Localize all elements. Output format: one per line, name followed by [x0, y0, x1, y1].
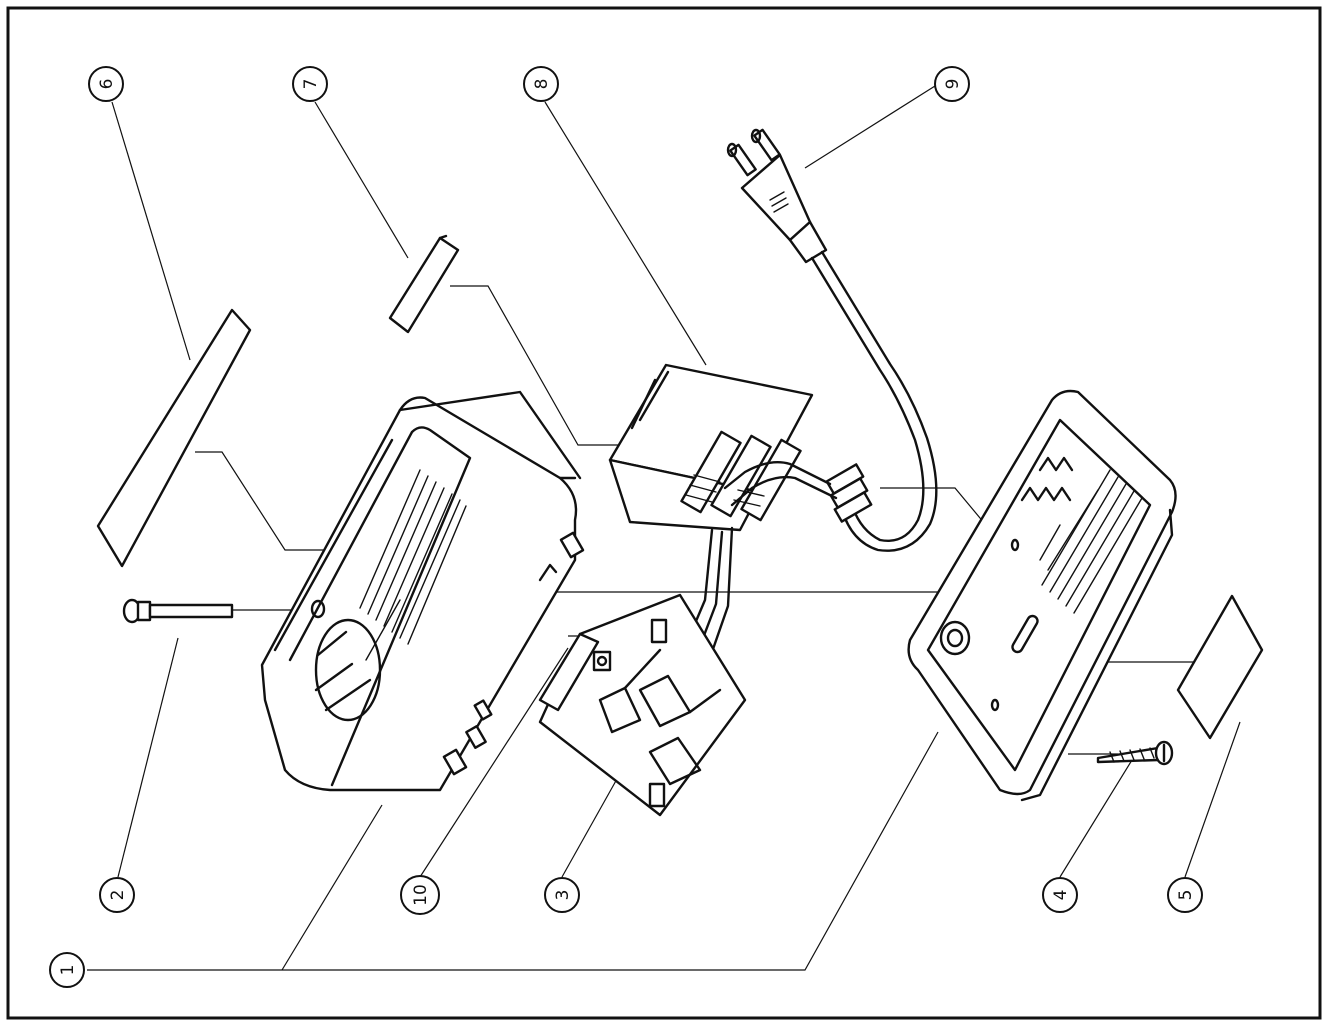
callout-9: 9 [934, 66, 970, 102]
part-1-front-housing [260, 390, 585, 792]
svg-text:3: 3 [553, 890, 573, 901]
part-4-screw [1096, 740, 1174, 766]
callout-1: 1 [49, 952, 85, 988]
svg-text:8: 8 [532, 79, 552, 90]
callout-10: 10 [400, 875, 440, 915]
part-3-circuit-board [538, 593, 747, 817]
part-7-insert-bar [388, 234, 460, 334]
callout-2: 2 [99, 877, 135, 913]
callout-8: 8 [523, 66, 559, 102]
svg-text:6: 6 [97, 79, 117, 90]
callout-7: 7 [292, 66, 328, 102]
part-5-cover-plate [1176, 594, 1264, 740]
svg-text:7: 7 [301, 79, 321, 90]
callout-5: 5 [1167, 877, 1203, 913]
svg-text:2: 2 [108, 890, 128, 901]
part-8-transformer [608, 363, 814, 532]
svg-text:5: 5 [1176, 890, 1196, 901]
callout-6: 6 [88, 66, 124, 102]
svg-text:9: 9 [943, 79, 963, 90]
part-6-label-plate [96, 308, 252, 568]
diagram-frame [6, 6, 1322, 1020]
svg-text:1: 1 [58, 965, 78, 976]
part-2-pin [122, 598, 234, 624]
svg-text:4: 4 [1051, 890, 1071, 901]
callout-3: 3 [544, 877, 580, 913]
part-1-rear-base [907, 389, 1177, 802]
callout-4: 4 [1042, 877, 1078, 913]
part-9-plug-and-cord [723, 128, 938, 552]
svg-text:10: 10 [411, 884, 431, 906]
